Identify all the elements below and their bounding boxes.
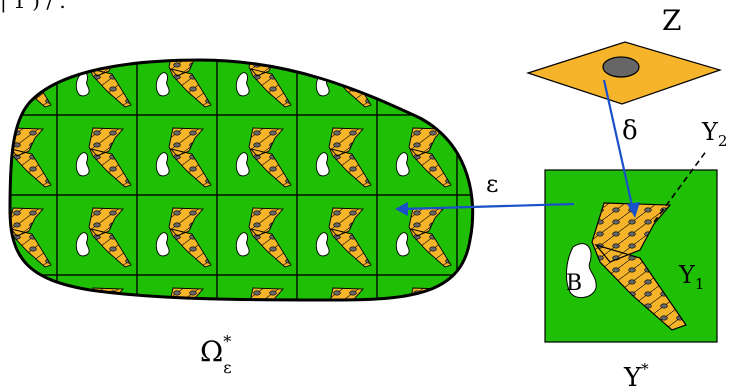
z-plate: Z — [526, 4, 722, 105]
ystar-label: Y* — [623, 360, 649, 390]
y1-label-main: Y — [678, 261, 696, 289]
cell-fiber — [328, 207, 372, 268]
domain-fill — [10, 60, 473, 300]
cell-fiber — [328, 287, 372, 300]
epsilon-arrow: ε — [395, 170, 575, 216]
epsilon-label: ε — [486, 170, 498, 198]
cell-inclusion — [395, 232, 410, 257]
delta-label: δ — [622, 116, 638, 146]
cell-fiber — [489, 208, 531, 267]
z-label: Z — [662, 4, 681, 37]
omega-label-sub: ε — [223, 358, 231, 377]
cell-inclusion — [155, 72, 170, 97]
cell-fiber — [248, 207, 292, 268]
cell-inclusion — [476, 73, 489, 96]
periodic-cell — [216, 274, 298, 336]
y1-label: Y1 — [678, 261, 704, 293]
cell-fiber — [408, 207, 452, 268]
perforated-domain — [0, 48, 531, 347]
periodic-cells — [0, 48, 531, 347]
cell-inclusion — [476, 233, 489, 256]
periodic-cell — [0, 274, 58, 336]
cell-border — [56, 274, 138, 300]
cell-fiber — [10, 60, 52, 108]
omega-label-sup: * — [223, 332, 231, 351]
cell-fiber — [328, 127, 372, 188]
cell-inclusion — [315, 232, 330, 257]
delta-arrow: δ — [602, 79, 640, 218]
ystar-label-sup: * — [641, 360, 649, 378]
fiber-y2 — [591, 202, 687, 331]
periodic-cell — [136, 194, 218, 276]
cell-fiber — [88, 207, 132, 268]
cell-inclusion — [316, 313, 329, 336]
cell-inclusion — [476, 313, 489, 336]
delta-arrowhead — [627, 202, 640, 218]
cell-border — [456, 274, 473, 300]
cell-fiber — [10, 287, 52, 300]
cell-fiber — [408, 287, 452, 300]
cell-border — [10, 274, 58, 300]
cell-fiber — [88, 127, 132, 188]
periodic-cell — [456, 274, 531, 347]
cell-inclusion — [75, 72, 90, 97]
domain-boundary — [8, 58, 475, 302]
cell-inclusion — [395, 152, 410, 177]
periodic-cell — [296, 274, 378, 336]
y2-label-main: Y — [701, 118, 719, 146]
cell-inclusion — [0, 153, 9, 176]
cell-inclusion — [0, 233, 9, 256]
y2-pointer-dashed — [653, 149, 708, 223]
y2-label: Y2 — [701, 118, 727, 150]
cell-border — [376, 274, 458, 300]
periodic-cell — [456, 194, 531, 276]
cell-fiber — [248, 127, 292, 188]
epsilon-arrowhead — [395, 202, 408, 216]
cell-fiber — [408, 60, 452, 108]
reference-cell: B Y1 Y* — [544, 169, 718, 390]
cell-inclusion — [235, 152, 250, 177]
cell-inclusion — [76, 313, 89, 336]
cell-inclusion — [0, 73, 9, 96]
cell-inclusion — [155, 152, 170, 177]
cell-inclusion — [0, 313, 9, 336]
cell-inclusion — [235, 72, 250, 97]
cell-inclusion — [155, 232, 170, 257]
periodic-cell — [216, 194, 298, 276]
ystar-label-main: Y — [623, 363, 642, 390]
cell-fiber — [168, 127, 212, 188]
cell-border — [296, 274, 378, 300]
cell-fiber — [168, 207, 212, 268]
cell-inclusion — [315, 152, 330, 177]
cell-fiber — [408, 127, 452, 188]
cell-fiber — [168, 60, 212, 108]
cell-border — [216, 274, 298, 300]
cell-fiber — [88, 287, 132, 300]
omega-label: Ω* ε — [200, 332, 232, 377]
cell-border — [456, 194, 473, 276]
y1-label-sub: 1 — [695, 275, 705, 293]
cell-border — [136, 274, 218, 300]
cell-fiber — [489, 288, 531, 347]
cell-border — [456, 60, 473, 116]
b-label: B — [566, 271, 582, 296]
cell-fiber — [248, 287, 292, 300]
cell-inclusion — [396, 313, 409, 336]
cell-inclusion — [235, 232, 250, 257]
cell-inclusion — [395, 72, 410, 97]
cell-inclusion — [156, 313, 169, 336]
cell-fiber — [489, 48, 531, 107]
top-text-fragment: | 1 ) / . — [0, 0, 66, 14]
cell-inclusion — [236, 313, 249, 336]
inclusion-b — [565, 243, 597, 298]
y2-label-sub: 2 — [718, 132, 728, 150]
periodic-cell — [456, 48, 531, 116]
periodic-cell — [296, 194, 378, 276]
z-hole — [602, 56, 640, 78]
cell-inclusion — [75, 152, 90, 177]
omega-label-main: Ω — [200, 335, 223, 368]
cell-inclusion — [75, 232, 90, 257]
